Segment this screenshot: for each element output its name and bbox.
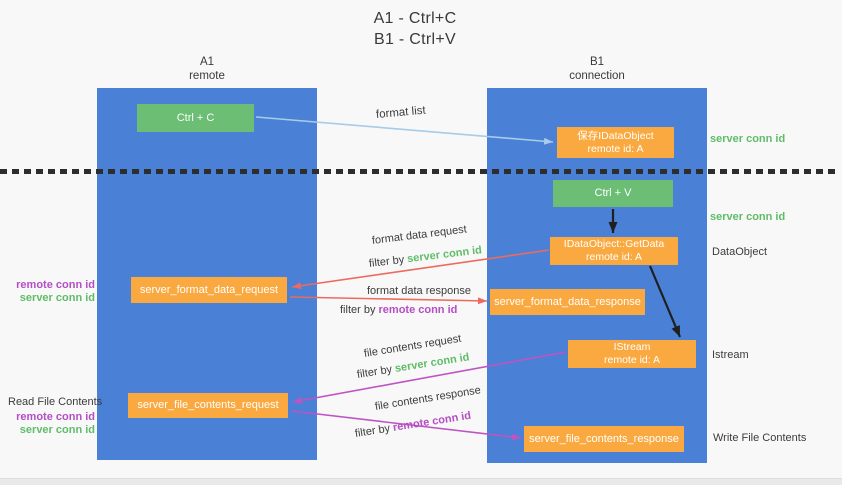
label-istream: Istream: [712, 349, 749, 361]
label-remote-conn-id-left-2: remote conn id: [16, 411, 95, 423]
node-format-response-label: server_format_data_response: [494, 295, 641, 308]
filter-by-prefix: filter by: [368, 253, 408, 270]
remote-conn-id-key: remote conn id: [378, 304, 458, 316]
label-remote-conn-id-left-1: remote conn id: [16, 279, 95, 291]
label-server-conn-id-left-1: server conn id: [19, 291, 95, 304]
node-istream-line2: remote id: A: [603, 354, 661, 366]
label-file-contents-response: file contents response: [374, 384, 482, 413]
format-data-response-arrow: [289, 296, 488, 305]
node-server-format-data-response: server_format_data_response: [490, 289, 645, 315]
bottom-edge-bar: [0, 478, 842, 485]
node-save-idataobject-line2: remote id: A: [587, 142, 644, 155]
node-format-request-label: server_format_data_request: [139, 283, 279, 296]
label-server-conn-id-mid-right: server conn id: [710, 211, 786, 223]
label-format-list: format list: [375, 104, 427, 121]
column-a1-id: A1: [199, 56, 215, 68]
node-ctrl-c-label: Ctrl + C: [176, 111, 215, 124]
filter-by-prefix: filter by: [340, 304, 379, 316]
node-getdata-line2: remote id: A: [585, 251, 643, 263]
label-read-file-contents: Read File Contents: [8, 396, 103, 408]
node-server-format-data-request: server_format_data_request: [131, 277, 287, 303]
label-filter-by-remote-conn-id-1: filter by remote conn id: [340, 304, 457, 316]
title-line-2: B1 - Ctrl+V: [374, 31, 456, 48]
column-a1-subtitle: remote: [189, 69, 225, 82]
node-ctrl-v: Ctrl + V: [553, 180, 673, 207]
label-format-data-request: format data request: [371, 223, 468, 247]
column-header-b1: B1 connection: [487, 56, 707, 83]
column-b1-id: B1: [589, 56, 605, 68]
label-group-conn-ids-upper-left: remote conn id server conn id: [10, 279, 95, 304]
node-save-idataobject: 保存IDataObject remote id: A: [557, 127, 674, 158]
node-istream: IStream remote id: A: [568, 340, 696, 368]
node-idataobject-getdata: IDataObject::GetData remote id: A: [550, 237, 678, 265]
label-server-conn-id-top-right: server conn id: [710, 133, 786, 145]
title-line-1: A1 - Ctrl+C: [373, 10, 457, 27]
filter-by-prefix: filter by: [356, 363, 396, 381]
label-filter-by-server-conn-id-1: filter by server conn id: [368, 244, 482, 270]
filter-by-prefix: filter by: [354, 422, 394, 440]
node-getdata-line1: IDataObject::GetData: [563, 238, 665, 250]
label-filter-by-remote-conn-id-2: filter by remote conn id: [354, 410, 472, 440]
node-file-response-label: server_file_contents_response: [529, 432, 679, 445]
label-write-file-contents: Write File Contents: [713, 432, 807, 444]
server-conn-id-key: server conn id: [394, 351, 471, 375]
label-dataobject: DataObject: [712, 246, 768, 258]
node-file-request-label: server_file_contents_request: [137, 399, 279, 411]
session-divider-dashed-line: [0, 169, 836, 174]
server-conn-id-key: server conn id: [406, 244, 483, 266]
label-group-conn-ids-lower-left: remote conn id server conn id: [10, 411, 95, 436]
node-ctrl-c: Ctrl + C: [137, 104, 254, 132]
column-header-a1: A1 remote: [97, 56, 317, 83]
label-server-conn-id-left-2: server conn id: [19, 423, 95, 436]
remote-conn-id-key: remote conn id: [392, 409, 472, 434]
node-ctrl-v-label: Ctrl + V: [594, 187, 632, 199]
node-server-file-contents-request: server_file_contents_request: [128, 393, 288, 418]
column-b1-subtitle: connection: [569, 69, 625, 82]
node-istream-line1: IStream: [613, 341, 651, 353]
node-server-file-contents-response: server_file_contents_response: [524, 426, 684, 452]
label-format-data-response: format data response: [367, 285, 471, 297]
diagram-title: A1 - Ctrl+C B1 - Ctrl+V: [300, 8, 530, 50]
node-save-idataobject-line1: 保存IDataObject: [577, 129, 654, 142]
